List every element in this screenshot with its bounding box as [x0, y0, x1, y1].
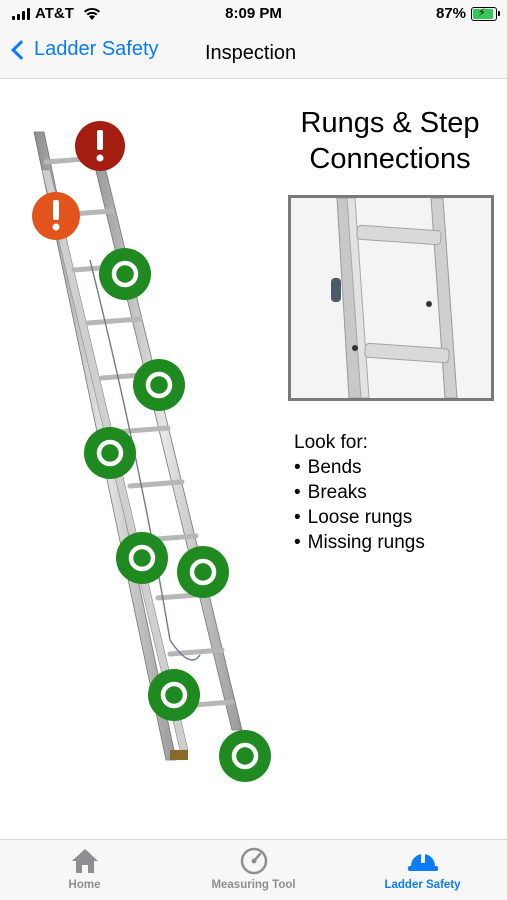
ok-marker[interactable]: [84, 427, 136, 479]
look-for-list: Look for: Bends Breaks Loose rungs Missi…: [294, 430, 425, 555]
hardhat-icon: [338, 846, 507, 876]
look-for-item: Bends: [294, 455, 425, 480]
back-button[interactable]: Ladder Safety: [11, 38, 159, 61]
carrier-label: AT&T: [35, 5, 74, 22]
ok-marker[interactable]: [133, 359, 185, 411]
tab-bar: Home Measuring Tool Ladder Safety: [0, 839, 507, 900]
page-title: Inspection: [205, 42, 297, 64]
signal-icon: [12, 7, 30, 20]
tab-measuring-tool[interactable]: Measuring Tool: [169, 846, 338, 891]
wifi-icon: [83, 7, 100, 20]
ok-marker[interactable]: [148, 669, 200, 721]
ok-marker[interactable]: [116, 532, 168, 584]
ok-marker[interactable]: [177, 546, 229, 598]
ladder-illustration: [32, 121, 271, 782]
tab-measuring-tool-label: Measuring Tool: [211, 879, 296, 891]
tab-ladder-safety-label: Ladder Safety: [384, 879, 461, 891]
alert-marker[interactable]: [32, 192, 80, 240]
back-button-label: Ladder Safety: [34, 38, 159, 60]
tab-home[interactable]: Home: [0, 846, 169, 891]
battery-icon: ⚡: [471, 6, 500, 21]
navigation-bar: Ladder Safety Inspection: [0, 30, 507, 79]
section-title-line-2: Connections: [309, 143, 471, 175]
status-time: 8:09 PM: [225, 5, 282, 22]
alert-marker[interactable]: [75, 121, 125, 171]
carrier-group: AT&T: [12, 5, 101, 22]
tab-home-label: Home: [68, 879, 101, 891]
ladder-foot: [170, 750, 188, 760]
ok-marker[interactable]: [219, 730, 271, 782]
rung-detail-illustration: [291, 198, 491, 398]
tab-ladder-safety[interactable]: Ladder Safety: [338, 846, 507, 891]
look-for-item: Missing rungs: [294, 530, 425, 555]
rung-detail-photo: [288, 195, 494, 401]
battery-percent: 87%: [435, 5, 466, 22]
home-icon: [0, 846, 169, 876]
look-for-heading: Look for:: [294, 432, 368, 453]
section-title-line-1: Rungs & Step: [300, 107, 480, 139]
status-bar: AT&T 8:09 PM 87% ⚡: [0, 0, 507, 30]
gauge-icon: [169, 846, 338, 876]
battery-group: 87% ⚡: [435, 5, 500, 22]
chevron-left-icon: [11, 40, 31, 60]
ok-marker[interactable]: [99, 248, 151, 300]
section-title: Rungs & Step Connections: [285, 105, 495, 177]
look-for-item: Breaks: [294, 480, 425, 505]
look-for-item: Loose rungs: [294, 505, 425, 530]
